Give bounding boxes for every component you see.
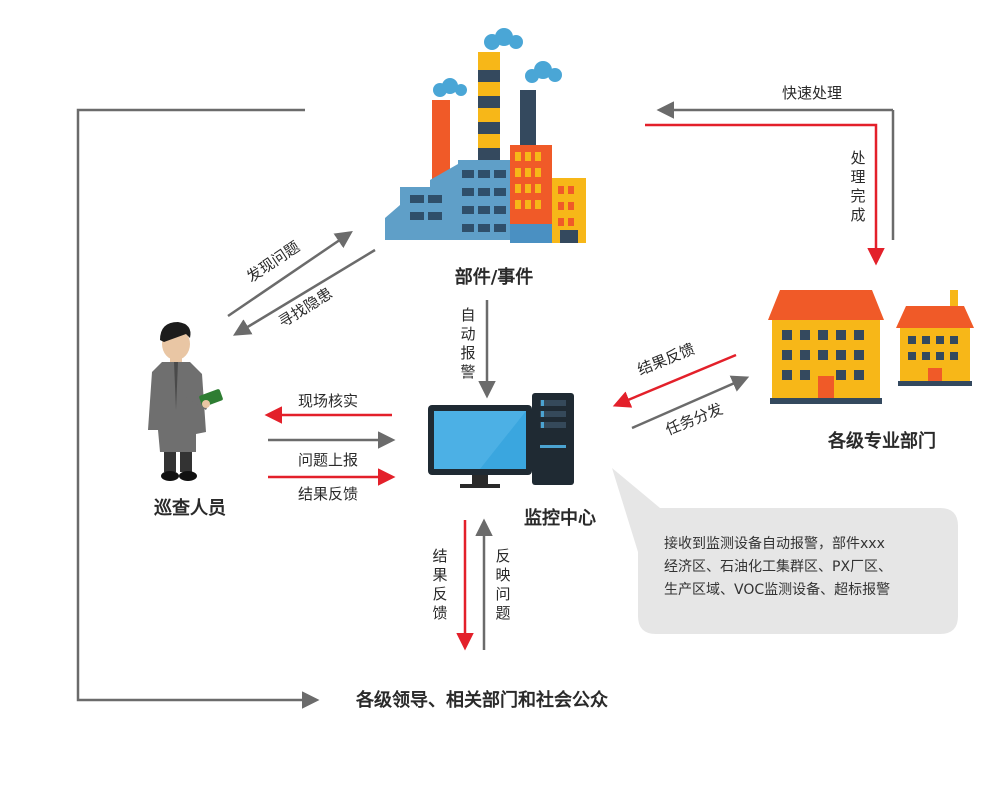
svg-text:处: 处 [850, 149, 865, 167]
svg-text:反: 反 [495, 547, 510, 565]
svg-text:反: 反 [432, 585, 447, 603]
svg-text:问: 问 [495, 585, 510, 603]
label-task-dispatch: 任务分发 [663, 400, 725, 439]
arrow-seek-hazard [233, 248, 376, 336]
label-reflect-problem: 反 映 问 题 [495, 547, 510, 622]
svg-text:完: 完 [850, 187, 865, 205]
node-factory-label: 部件/事件 [455, 266, 534, 288]
svg-text:动: 动 [460, 325, 475, 343]
loop-arrow-to-public [76, 108, 320, 709]
inspector-person-icon [148, 322, 223, 481]
svg-text:题: 题 [495, 604, 510, 622]
label-find-problem: 发现问题 [243, 238, 303, 286]
label-problem-report: 问题上报 [298, 451, 358, 469]
callout-line: 接收到监测设备自动报警，部件xxx [664, 535, 885, 552]
arrow-task-dispatch [631, 375, 750, 430]
label-quick-handle: 快速处理 [782, 84, 842, 102]
svg-text:报: 报 [460, 344, 475, 362]
svg-text:果: 果 [432, 566, 447, 584]
label-handle-done: 处 理 完 成 [850, 149, 865, 224]
arrow-find-problem [227, 231, 353, 318]
callout-bubble [612, 468, 958, 634]
node-monitor-label: 监控中心 [524, 507, 596, 529]
callout-line: 生产区域、VOC监测设备、超标报警 [664, 581, 890, 598]
label-result-feedback-public: 结 果 反 馈 [432, 547, 447, 622]
svg-text:理: 理 [850, 168, 865, 186]
svg-text:映: 映 [495, 566, 510, 584]
monitor-computer-icon [428, 393, 574, 488]
svg-text:馈: 馈 [432, 604, 447, 622]
label-result-feedback-insp: 结果反馈 [298, 485, 358, 503]
callout-line: 经济区、石油化工集群区、PX厂区、 [664, 558, 892, 575]
svg-text:结: 结 [432, 547, 447, 565]
svg-text:警: 警 [460, 363, 475, 381]
department-buildings-icon [768, 290, 974, 404]
node-departments-label: 各级专业部门 [827, 430, 936, 452]
node-inspector-label: 巡查人员 [154, 497, 226, 519]
callout-text: 接收到监测设备自动报警，部件xxx 经济区、石油化工集群区、PX厂区、 生产区域… [664, 535, 892, 598]
node-public-label: 各级领导、相关部门和社会公众 [355, 689, 608, 711]
label-result-feedback-dept: 结果反馈 [635, 340, 697, 379]
svg-text:成: 成 [850, 206, 865, 224]
factory-icon [385, 28, 586, 243]
label-auto-alarm: 自 动 报 警 [460, 306, 475, 381]
arrow-handle-done [645, 123, 885, 266]
svg-text:自: 自 [460, 306, 475, 324]
label-onsite-verify: 现场核实 [298, 392, 358, 410]
arrow-result-feedback-dept [612, 353, 737, 408]
